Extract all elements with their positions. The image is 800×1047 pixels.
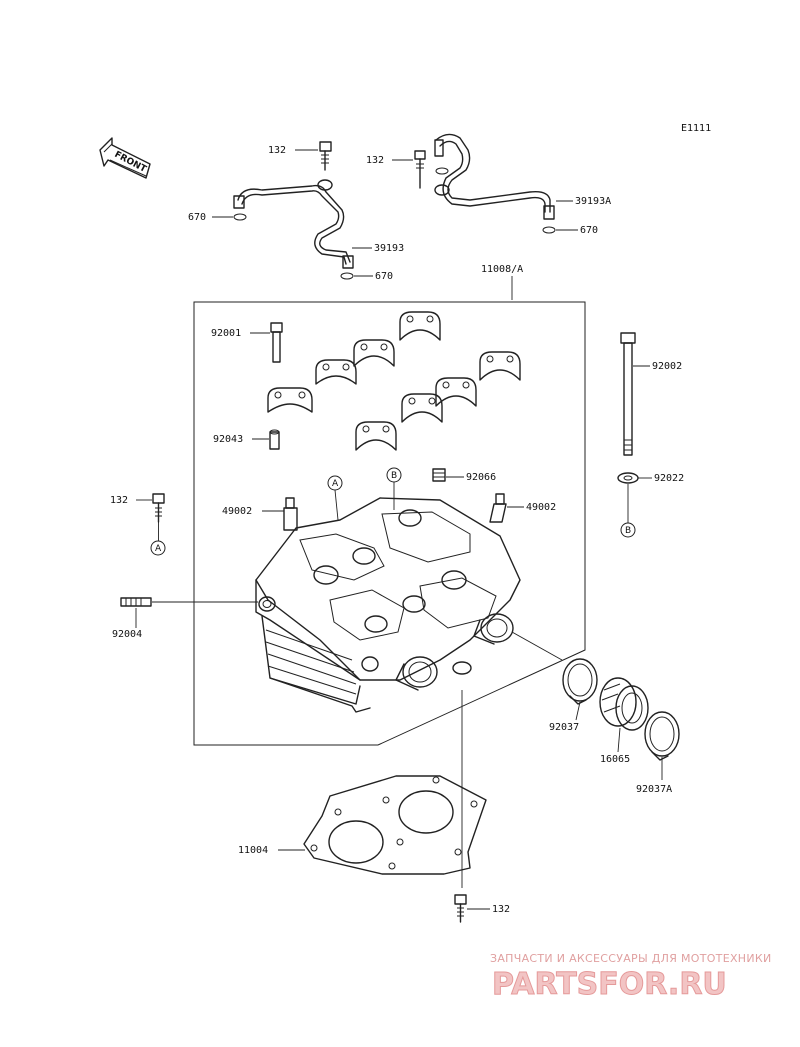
cylinder-head <box>255 497 521 713</box>
label-holder: 16065 <box>600 754 630 765</box>
washer <box>617 472 639 484</box>
watermark-tagline: ЗАПЧАСТИ И АКСЕССУАРЫ ДЛЯ МОТОТЕХНИКИ <box>490 952 772 965</box>
marker-b-right: B <box>620 522 636 538</box>
clamp-a <box>644 711 680 761</box>
bolt-bottom <box>454 894 467 923</box>
label-fitting-left: 49002 <box>222 506 252 517</box>
label-fitting-right: 49002 <box>526 502 556 513</box>
dowel-pin <box>269 429 280 450</box>
oil-pipe-right <box>414 133 556 234</box>
label-gasket: 11004 <box>238 845 268 856</box>
marker-a-left: A <box>150 540 166 556</box>
label-pipe-right: 39193A <box>575 196 611 207</box>
label-clamp-a: 92037A <box>636 784 672 795</box>
cap-bolt <box>270 322 283 363</box>
oil-pipe-left <box>233 141 354 280</box>
watermark-brand: PARTSFOR.RU <box>492 967 727 1002</box>
label-bolt-bottom: 132 <box>492 904 510 915</box>
stud-bolt-short <box>120 597 152 607</box>
label-clamp: 92037 <box>549 722 579 733</box>
carburetor-holder <box>599 677 649 731</box>
svg-text:B: B <box>625 526 631 536</box>
label-cap-bolt: 92001 <box>211 328 241 339</box>
label-bolt-top-left: 132 <box>268 145 286 156</box>
svg-text:B: B <box>391 471 397 481</box>
marker-b-head: B <box>386 467 402 510</box>
label-washer: 92022 <box>654 473 684 484</box>
bolt-left <box>152 493 165 523</box>
plug <box>432 468 446 482</box>
label-bolt-left: 132 <box>110 495 128 506</box>
head-gasket <box>303 775 487 875</box>
marker-a-head: A <box>327 475 343 521</box>
label-oring-left-bottom: 670 <box>375 271 393 282</box>
label-pipe-left: 39193 <box>374 243 404 254</box>
label-oring-right: 670 <box>580 225 598 236</box>
label-oring-left: 670 <box>188 212 206 223</box>
camshaft-caps <box>267 311 521 451</box>
label-bolt-top-right: 132 <box>366 155 384 166</box>
head-assy-frame <box>193 301 586 746</box>
front-arrow: FRONT <box>99 137 151 179</box>
svg-text:A: A <box>332 479 339 489</box>
label-stud: 92004 <box>112 629 142 640</box>
label-stud-bolt: 92002 <box>652 361 682 372</box>
fitting-right <box>489 493 507 523</box>
label-dowel: 92043 <box>213 434 243 445</box>
label-plug: 92066 <box>466 472 496 483</box>
fitting-left <box>283 497 298 531</box>
stud-bolt-long <box>620 332 636 456</box>
clamp <box>562 658 598 705</box>
svg-text:A: A <box>155 544 162 554</box>
diagram-code: E1111 <box>681 123 711 134</box>
label-head-assy: 11008/A <box>481 264 523 275</box>
